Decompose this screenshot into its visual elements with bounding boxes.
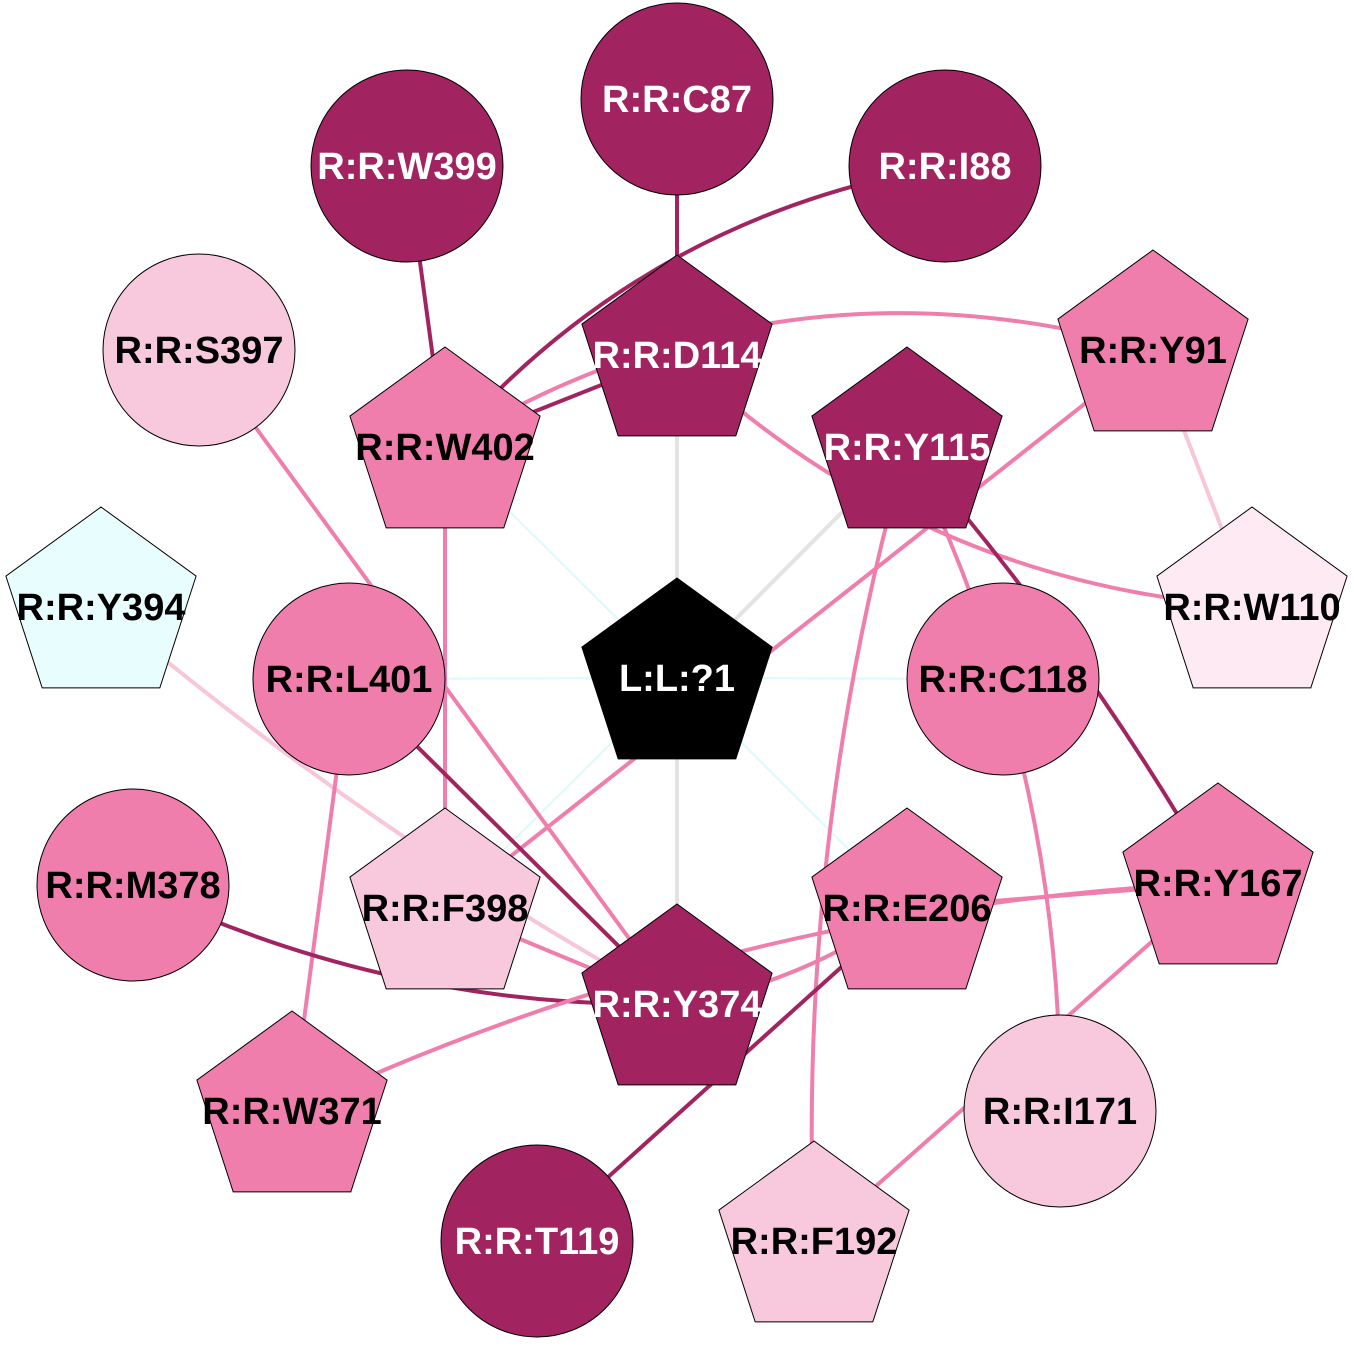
node-r-r-d114: R:R:D114	[581, 254, 773, 437]
node-label-r-r-s397: R:R:S397	[115, 330, 284, 372]
edge-r-r-d114-r-r-w110	[675, 353, 1254, 609]
node-r-r-y374: R:R:Y374	[581, 903, 773, 1086]
node-r-r-y115: R:R:Y115	[811, 346, 1003, 529]
node-shape-r-r-i88	[848, 69, 1042, 263]
node-r-r-t119: R:R:T119	[440, 1144, 634, 1338]
node-shape-r-r-d114	[581, 254, 773, 437]
node-label-r-r-w371: R:R:W371	[202, 1091, 381, 1133]
node-l-l-1: L:L:?1	[581, 577, 773, 760]
node-r-r-y167: R:R:Y167	[1122, 782, 1314, 965]
node-label-r-r-i88: R:R:I88	[878, 146, 1011, 188]
node-shape-r-r-s397	[102, 253, 296, 447]
node-label-r-r-w399: R:R:W399	[317, 146, 496, 188]
node-shape-r-r-y115	[811, 346, 1003, 529]
node-r-r-l401: R:R:L401	[252, 582, 446, 776]
node-shape-r-r-w399	[310, 69, 504, 263]
node-shape-l-l-1	[581, 577, 773, 760]
node-r-r-s397: R:R:S397	[102, 253, 296, 447]
node-r-r-w399: R:R:W399	[310, 69, 504, 263]
edge-r-r-y115-r-r-i171	[905, 445, 1063, 1113]
node-label-l-l-1: L:L:?1	[619, 658, 735, 700]
node-r-r-e206: R:R:E206	[811, 807, 1003, 990]
node-label-r-r-f398: R:R:F398	[362, 888, 529, 930]
edge-r-r-y394-r-r-y374	[99, 605, 679, 1006]
node-label-r-r-y115: R:R:Y115	[824, 427, 991, 469]
node-label-r-r-y167: R:R:Y167	[1134, 863, 1303, 905]
node-shape-r-r-t119	[440, 1144, 634, 1338]
node-label-r-r-i171: R:R:I171	[983, 1091, 1137, 1133]
node-label-r-r-y394: R:R:Y394	[17, 587, 186, 629]
edge-r-r-w402-r-r-y91	[443, 311, 1155, 449]
node-r-r-f398: R:R:F398	[349, 807, 541, 990]
edge-r-r-y91-r-r-f398	[443, 348, 1155, 910]
node-label-r-r-f192: R:R:F192	[731, 1221, 898, 1263]
edge-r-r-y115-r-r-f192	[809, 445, 909, 1243]
node-r-r-y394: R:R:Y394	[5, 506, 197, 689]
node-r-r-m378: R:R:M378	[36, 788, 230, 982]
node-r-r-y91: R:R:Y91	[1057, 249, 1249, 432]
node-r-r-w110: R:R:W110	[1156, 506, 1348, 689]
node-label-r-r-y91: R:R:Y91	[1079, 330, 1227, 372]
node-label-r-r-d114: R:R:D114	[593, 335, 762, 377]
node-r-r-w371: R:R:W371	[196, 1010, 388, 1193]
node-label-r-r-l401: R:R:L401	[266, 659, 433, 701]
node-r-r-i88: R:R:I88	[848, 69, 1042, 263]
node-shape-r-r-w371	[196, 1010, 388, 1193]
node-r-r-c118: R:R:C118	[906, 582, 1100, 776]
node-r-r-w402: R:R:W402	[349, 346, 541, 529]
edge-r-r-w371-r-r-y167	[290, 881, 1220, 1113]
node-shape-r-r-l401	[252, 582, 446, 776]
node-shape-r-r-f192	[718, 1140, 910, 1323]
node-label-r-r-y374: R:R:Y374	[593, 984, 762, 1026]
node-shape-r-r-e206	[811, 807, 1003, 990]
node-shape-r-r-w110	[1156, 506, 1348, 689]
node-shape-r-r-y91	[1057, 249, 1249, 432]
node-r-r-c87: R:R:C87	[580, 2, 774, 196]
node-r-r-i171: R:R:I171	[963, 1014, 1157, 1208]
node-label-r-r-w110: R:R:W110	[1163, 587, 1340, 629]
node-shape-r-r-c87	[580, 2, 774, 196]
node-shape-r-r-c118	[906, 582, 1100, 776]
node-shape-r-r-f398	[349, 807, 541, 990]
node-label-r-r-c87: R:R:C87	[602, 79, 752, 121]
node-label-r-r-e206: R:R:E206	[823, 888, 992, 930]
node-shape-r-r-m378	[36, 788, 230, 982]
node-shape-r-r-y167	[1122, 782, 1314, 965]
node-shape-r-r-y374	[581, 903, 773, 1086]
node-label-r-r-m378: R:R:M378	[45, 865, 220, 907]
node-r-r-f192: R:R:F192	[718, 1140, 910, 1323]
node-shape-r-r-y394	[5, 506, 197, 689]
node-shape-r-r-w402	[349, 346, 541, 529]
node-label-r-r-t119: R:R:T119	[455, 1221, 620, 1263]
node-label-r-r-c118: R:R:C118	[919, 659, 1088, 701]
node-shape-r-r-i171	[963, 1014, 1157, 1208]
node-label-r-r-w402: R:R:W402	[355, 427, 534, 469]
